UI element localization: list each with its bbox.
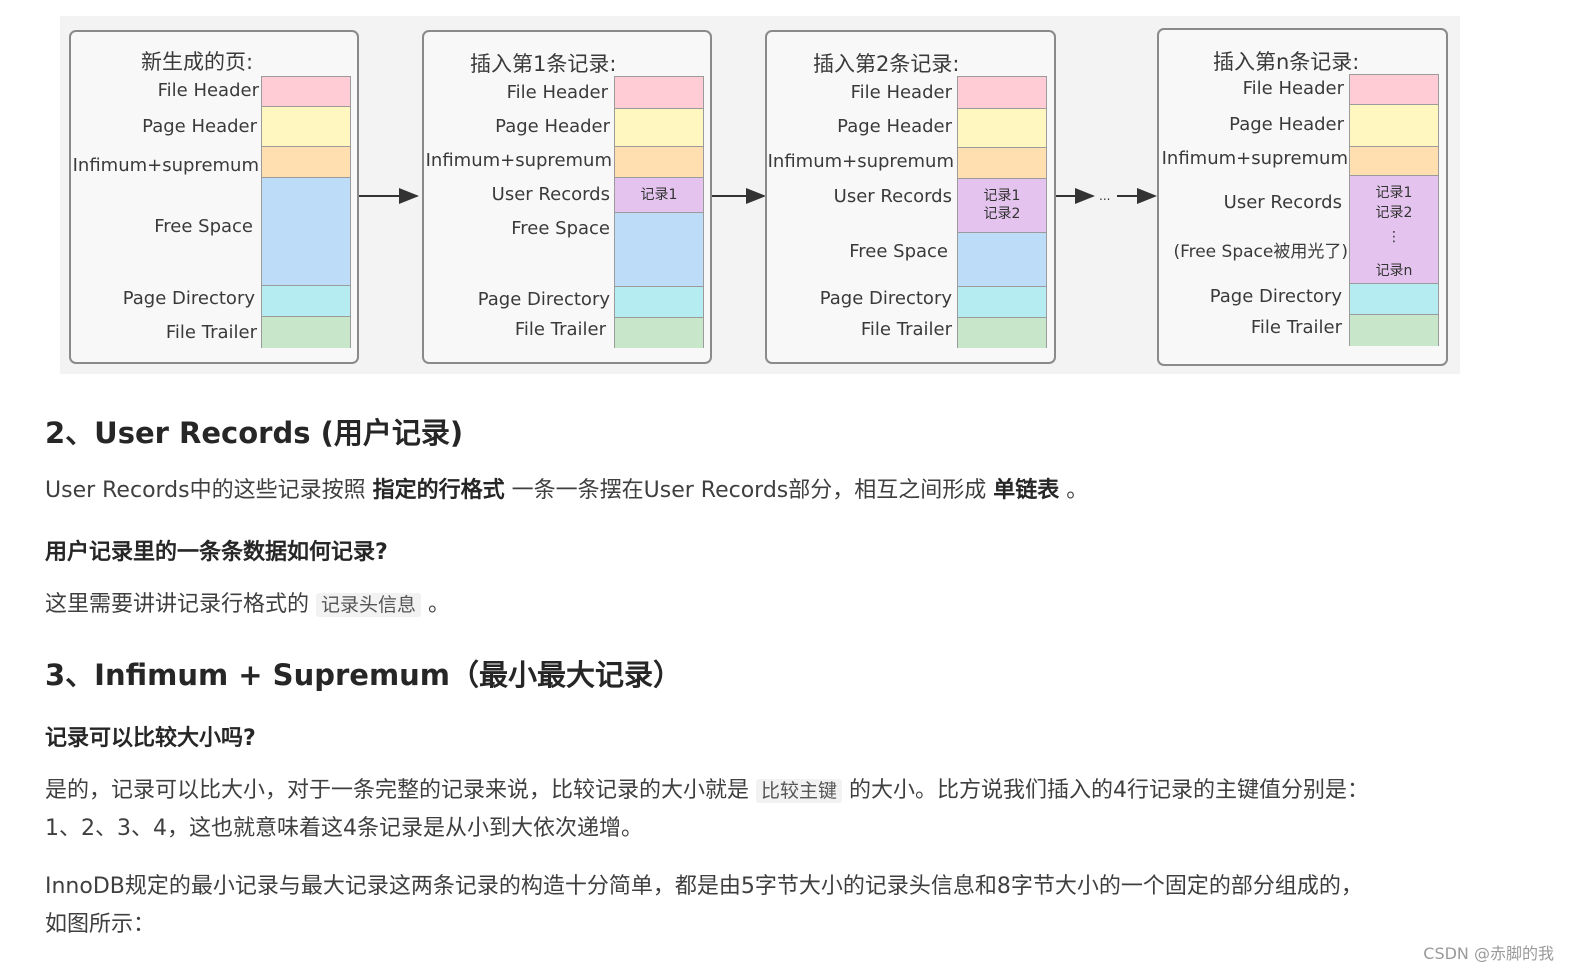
- label-file-header: File Header: [850, 82, 952, 103]
- label-free-space: Free Space: [154, 216, 253, 237]
- ellipsis: ...: [1099, 189, 1110, 203]
- label-page-header: Page Header: [495, 116, 610, 137]
- bold-text: 单链表: [993, 478, 1060, 503]
- label-free-space: Free Space: [511, 218, 610, 239]
- segment-file-header: [1350, 75, 1438, 105]
- page-column: 记录1 记录2 ⋮ 记录n: [1349, 74, 1439, 346]
- record-2: 记录2: [1375, 205, 1413, 221]
- text: InnoDB规定的最小记录与最大记录这两条记录的构造十分简单，都是由5字节大小的…: [45, 874, 1363, 899]
- segment-infimum-supremum: [615, 147, 703, 178]
- label-file-trailer: File Trailer: [165, 322, 257, 343]
- text: 如图所示：: [45, 912, 156, 937]
- text: User Records中的这些记录按照: [45, 478, 366, 503]
- label-file-header: File Header: [157, 80, 259, 101]
- label-free-space: Free Space: [849, 241, 948, 262]
- segment-page-header: [615, 109, 703, 147]
- segment-page-header: [1350, 105, 1438, 147]
- segment-infimum-supremum: [958, 148, 1046, 179]
- text: 这里需要讲讲记录行格式的: [45, 592, 310, 617]
- label-page-directory: Page Directory: [477, 289, 610, 310]
- segment-user-records: 记录1: [615, 178, 703, 213]
- diagram-arrows: ...: [359, 188, 1157, 204]
- label-file-trailer: File Trailer: [1250, 317, 1342, 338]
- record-1: 记录1: [1375, 185, 1413, 201]
- segment-page-header: [958, 109, 1046, 148]
- segment-page-directory: [1350, 284, 1438, 315]
- page-column: 记录1: [614, 76, 704, 348]
- label-infimum-supremum: Infimum+supremum: [72, 155, 259, 176]
- label-page-header: Page Header: [837, 116, 952, 137]
- label-page-header: Page Header: [1229, 114, 1344, 135]
- page-title: 新生成的页:: [141, 50, 254, 74]
- segment-free-space: [958, 233, 1046, 287]
- segment-page-directory: [958, 287, 1046, 318]
- label-file-trailer: File Trailer: [514, 319, 606, 340]
- segment-file-header: [262, 77, 350, 107]
- text: 一条一条摆在User Records部分，相互之间形成: [511, 478, 987, 503]
- page-new: 新生成的页: File Header Page Header Infimum+s…: [69, 30, 359, 364]
- segment-free-space: [262, 178, 350, 286]
- page-insert-n: 插入第n条记录: 记录1 记录2 ⋮ 记录n File Header Page …: [1157, 28, 1448, 366]
- segment-page-directory: [262, 286, 350, 317]
- record-ellipsis: ⋮: [1387, 229, 1401, 245]
- page-insert-1: 插入第1条记录: 记录1 File Header Page Header Inf…: [422, 30, 712, 364]
- segment-infimum-supremum: [1350, 147, 1438, 176]
- text: 。: [428, 592, 451, 617]
- paragraph-innodb: InnoDB规定的最小记录与最大记录这两条记录的构造十分简单，都是由5字节大小的…: [45, 868, 1485, 944]
- segment-file-header: [958, 77, 1046, 109]
- segment-page-directory: [615, 287, 703, 318]
- record-1: 记录1: [983, 188, 1021, 204]
- record-2: 记录2: [983, 206, 1021, 222]
- label-file-header: File Header: [1242, 78, 1344, 99]
- paragraph-user-records: User Records中的这些记录按照 指定的行格式 一条一条摆在User R…: [45, 472, 1088, 510]
- watermark: CSDN @赤脚的我: [1423, 944, 1554, 963]
- label-user-records: User Records: [1223, 192, 1342, 213]
- page-column: 记录1 记录2: [957, 76, 1047, 348]
- segment-file-trailer: [615, 318, 703, 348]
- segment-file-trailer: [958, 318, 1046, 348]
- text: 。: [1066, 478, 1089, 503]
- page-title: 插入第2条记录:: [813, 52, 960, 76]
- segment-file-trailer: [262, 317, 350, 348]
- segment-infimum-supremum: [262, 147, 350, 178]
- page-title: 插入第n条记录:: [1213, 50, 1360, 74]
- label-page-header: Page Header: [142, 116, 257, 137]
- label-infimum-supremum: Infimum+supremum: [767, 151, 954, 172]
- segment-user-records: 记录1 记录2: [958, 179, 1046, 233]
- text: 的大小。比方说我们插入的4行记录的主键值分别是：: [849, 778, 1370, 803]
- label-free-space-used-up: (Free Space被用光了): [1173, 242, 1348, 262]
- paragraph-compare: 是的，记录可以比大小，对于一条完整的记录来说，比较记录的大小就是 比较主键 的大…: [45, 772, 1485, 848]
- heading-compare: 记录可以比较大小吗?: [45, 726, 256, 751]
- label-page-directory: Page Directory: [819, 288, 952, 309]
- page-column: [261, 76, 351, 348]
- text: 是的，记录可以比大小，对于一条完整的记录来说，比较记录的大小就是: [45, 778, 750, 803]
- segment-file-trailer: [1350, 315, 1438, 346]
- label-infimum-supremum: Infimum+supremum: [425, 150, 612, 171]
- text: 1、2、3、4，这也就意味着这4条记录是从小到大依次递增。: [45, 816, 643, 841]
- bold-text: 指定的行格式: [372, 478, 505, 503]
- label-user-records: User Records: [491, 184, 610, 205]
- heading-user-records: 2、User Records (用户记录): [45, 416, 464, 450]
- heading-infimum-supremum: 3、Infimum + Supremum（最小最大记录）: [45, 658, 683, 692]
- record-n: 记录n: [1375, 263, 1413, 279]
- inline-code: 比较主键: [756, 779, 843, 803]
- page-insert-2: 插入第2条记录: 记录1 记录2 File Header Page Header…: [765, 30, 1056, 364]
- segment-free-space: [615, 213, 703, 287]
- page-structure-diagram: ... 新生成的页: File Header Page Header Infim…: [60, 16, 1460, 374]
- heading-how-record: 用户记录里的一条条数据如何记录?: [45, 540, 388, 565]
- inline-code: 记录头信息: [316, 593, 422, 617]
- segment-user-records: 记录1 记录2 ⋮ 记录n: [1350, 176, 1438, 284]
- label-user-records: User Records: [833, 186, 952, 207]
- label-page-directory: Page Directory: [1209, 286, 1342, 307]
- label-infimum-supremum: Infimum+supremum: [1161, 148, 1348, 169]
- record-1: 记录1: [640, 187, 678, 203]
- segment-file-header: [615, 77, 703, 109]
- label-file-header: File Header: [506, 82, 608, 103]
- segment-page-header: [262, 107, 350, 147]
- page-title: 插入第1条记录:: [470, 52, 617, 76]
- paragraph-record-header: 这里需要讲讲记录行格式的 记录头信息 。: [45, 586, 450, 624]
- label-file-trailer: File Trailer: [860, 319, 952, 340]
- label-page-directory: Page Directory: [122, 288, 255, 309]
